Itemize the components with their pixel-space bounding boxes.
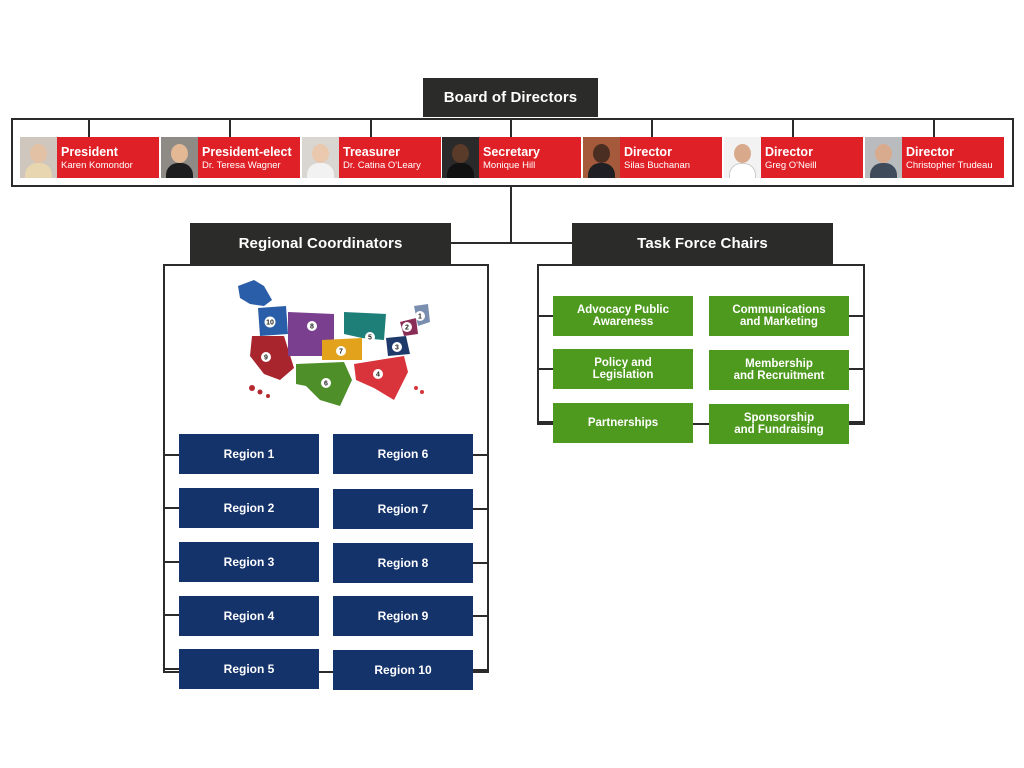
map-label-1: 1 xyxy=(418,314,422,321)
communications-and-marketing-button[interactable]: Communications and Marketing xyxy=(709,296,849,336)
president-elect-photo xyxy=(161,137,198,178)
director-photo xyxy=(583,137,620,178)
region-label: Region 8 xyxy=(377,556,429,570)
region-9-button[interactable]: Region 9 xyxy=(333,596,473,636)
region-label: Region 4 xyxy=(223,609,275,623)
board-member-secretary[interactable]: Secretary Monique Hill xyxy=(442,137,581,178)
region-label: Region 1 xyxy=(223,447,275,461)
membership-and-recruitment-button[interactable]: Membership and Recruitment xyxy=(709,350,849,390)
region-3-button[interactable]: Region 3 xyxy=(179,542,319,582)
regional-coordinators-header: Regional Coordinators xyxy=(190,223,451,264)
member-name: Monique Hill xyxy=(483,159,536,171)
region-8-button[interactable]: Region 8 xyxy=(333,543,473,583)
region-5-button[interactable]: Region 5 xyxy=(179,649,319,689)
member-name: Christopher Trudeau xyxy=(906,159,993,171)
map-label-7: 7 xyxy=(339,349,343,356)
region-label: Region 6 xyxy=(377,447,429,461)
board-member-president-elect[interactable]: President-elect Dr. Teresa Wagner xyxy=(161,137,300,178)
region-label: Region 10 xyxy=(374,663,432,677)
task-label: Policy and Legislation xyxy=(592,356,654,381)
us-regions-map-svg: 1 2 3 4 5 6 7 8 9 10 xyxy=(238,280,430,406)
sponsorship-and-fundraising-button[interactable]: Sponsorship and Fundraising xyxy=(709,404,849,444)
taskforce-title: Task Force Chairs xyxy=(637,235,768,252)
region-2-button[interactable]: Region 2 xyxy=(179,488,319,528)
region-6-button[interactable]: Region 6 xyxy=(333,434,473,474)
member-name: Dr. Catina O'Leary xyxy=(343,159,421,171)
region-label: Region 2 xyxy=(223,501,275,515)
us-regions-map: 1 2 3 4 5 6 7 8 9 10 xyxy=(224,276,434,416)
secretary-photo xyxy=(442,137,479,178)
map-label-5: 5 xyxy=(368,335,372,342)
region-1-button[interactable]: Region 1 xyxy=(179,434,319,474)
member-role: Director xyxy=(624,145,672,159)
board-member-director-3[interactable]: Director Christopher Trudeau xyxy=(865,137,1004,178)
policy-and-legislation-button[interactable]: Policy and Legislation xyxy=(553,349,693,389)
member-name: Silas Buchanan xyxy=(624,159,691,171)
member-name: Greg O'Neill xyxy=(765,159,817,171)
board-member-director-1[interactable]: Director Silas Buchanan xyxy=(583,137,722,178)
map-label-6: 6 xyxy=(324,381,328,388)
board-member-president[interactable]: President Karen Komondor xyxy=(20,137,159,178)
region-7-button[interactable]: Region 7 xyxy=(333,489,473,529)
advocacy-public-awareness-button[interactable]: Advocacy Public Awareness xyxy=(553,296,693,336)
board-member-director-2[interactable]: Director Greg O'Neill xyxy=(724,137,863,178)
map-label-9: 9 xyxy=(264,355,268,362)
region-label: Region 7 xyxy=(377,502,429,516)
task-force-chairs-frame xyxy=(537,264,865,425)
region-label: Region 3 xyxy=(223,555,275,569)
region-10-button[interactable]: Region 10 xyxy=(333,650,473,690)
board-of-directors-header: Board of Directors xyxy=(423,78,598,117)
region-label: Region 9 xyxy=(377,609,429,623)
member-role: President xyxy=(61,145,118,159)
task-label: Sponsorship and Fundraising xyxy=(734,411,824,436)
member-role: Secretary xyxy=(483,145,540,159)
map-label-10: 10 xyxy=(266,320,274,327)
director-photo xyxy=(865,137,902,178)
board-title: Board of Directors xyxy=(443,89,578,106)
region-label: Region 5 xyxy=(223,662,275,676)
member-name: Karen Komondor xyxy=(61,159,133,171)
map-label-2: 2 xyxy=(405,325,409,332)
task-force-chairs-header: Task Force Chairs xyxy=(572,223,833,264)
board-member-treasurer[interactable]: Treasurer Dr. Catina O'Leary xyxy=(302,137,441,178)
president-photo xyxy=(20,137,57,178)
treasurer-photo xyxy=(302,137,339,178)
member-role: President-elect xyxy=(202,145,292,159)
task-label: Communications and Marketing xyxy=(732,303,826,328)
regional-title: Regional Coordinators xyxy=(238,235,403,252)
member-role: Director xyxy=(765,145,813,159)
map-label-3: 3 xyxy=(395,345,399,352)
member-name: Dr. Teresa Wagner xyxy=(202,159,281,171)
task-label: Membership and Recruitment xyxy=(733,357,825,382)
partnerships-button[interactable]: Partnerships xyxy=(553,403,693,443)
member-role: Treasurer xyxy=(343,145,400,159)
director-photo xyxy=(724,137,761,178)
member-role: Director xyxy=(906,145,954,159)
task-label: Partnerships xyxy=(587,416,659,429)
task-label: Advocacy Public Awareness xyxy=(576,303,670,328)
map-label-8: 8 xyxy=(310,324,314,331)
region-4-button[interactable]: Region 4 xyxy=(179,596,319,636)
map-label-4: 4 xyxy=(376,372,380,379)
